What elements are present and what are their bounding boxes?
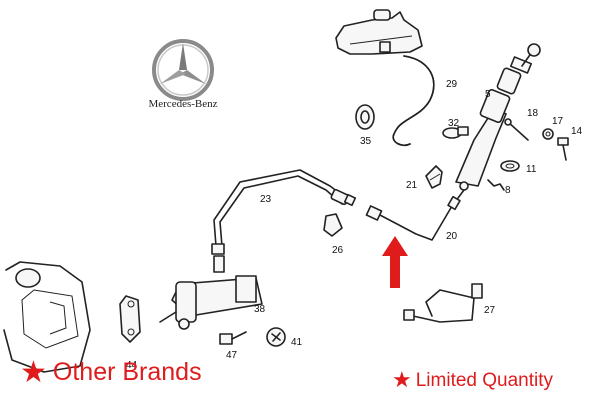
part-label-11: 11	[526, 164, 537, 175]
red-arrow-up-icon	[382, 236, 408, 288]
star-icon: ★	[20, 356, 47, 389]
clutch-slave-cylinder	[159, 275, 263, 330]
brand-name: Mercedes-Benz	[148, 98, 217, 110]
part-label-8: 8	[505, 185, 511, 196]
mounting-bolt	[557, 137, 569, 161]
star-icon: ★	[392, 367, 412, 392]
part-label-44: 44	[126, 360, 138, 371]
o-ring	[266, 327, 286, 347]
hex-nut	[542, 128, 554, 140]
line-fitting	[365, 195, 461, 221]
dust-boot	[425, 165, 443, 189]
part-label-27: 27	[484, 305, 496, 316]
part-label-23: 23	[260, 194, 272, 205]
retaining-clip	[487, 179, 505, 191]
part-label-41: 41	[291, 337, 303, 348]
clutch-line-outer	[219, 175, 343, 247]
washer	[500, 160, 520, 172]
part-label-18: 18	[527, 108, 539, 119]
part-label-14: 14	[571, 126, 583, 137]
part-label-35: 35	[360, 136, 372, 147]
part-label-17: 17	[552, 116, 564, 127]
other-brands-label: Other Brands	[52, 358, 202, 386]
part-label-26: 26	[332, 245, 344, 256]
gasket	[119, 295, 141, 343]
limited-quantity-banner: ★Limited Quantity	[392, 367, 553, 393]
other-brands-banner: ★Other Brands	[20, 355, 202, 390]
hose-fittings	[403, 283, 483, 321]
part-label-21: 21	[406, 180, 418, 191]
part-label-5: 5	[485, 89, 491, 100]
fluid-reservoir	[335, 9, 423, 55]
clutch-master-cylinder	[455, 43, 541, 191]
part-label-20: 20	[446, 231, 458, 242]
mercedes-star-icon	[152, 39, 214, 101]
rubber-grommet	[355, 104, 375, 130]
line-end-fitting	[211, 188, 357, 273]
hose-clamp	[442, 126, 469, 139]
slave-cylinder-bolt	[219, 331, 247, 345]
part-label-32: 32	[448, 118, 460, 129]
part-label-29: 29	[446, 79, 458, 90]
transmission-housing	[3, 261, 91, 373]
clutch-line	[213, 169, 347, 247]
part-label-38: 38	[254, 304, 266, 315]
line-bracket	[323, 213, 343, 237]
pushrod-pin	[504, 118, 529, 141]
part-label-47: 47	[226, 350, 238, 361]
limited-quantity-label: Limited Quantity	[415, 370, 554, 391]
